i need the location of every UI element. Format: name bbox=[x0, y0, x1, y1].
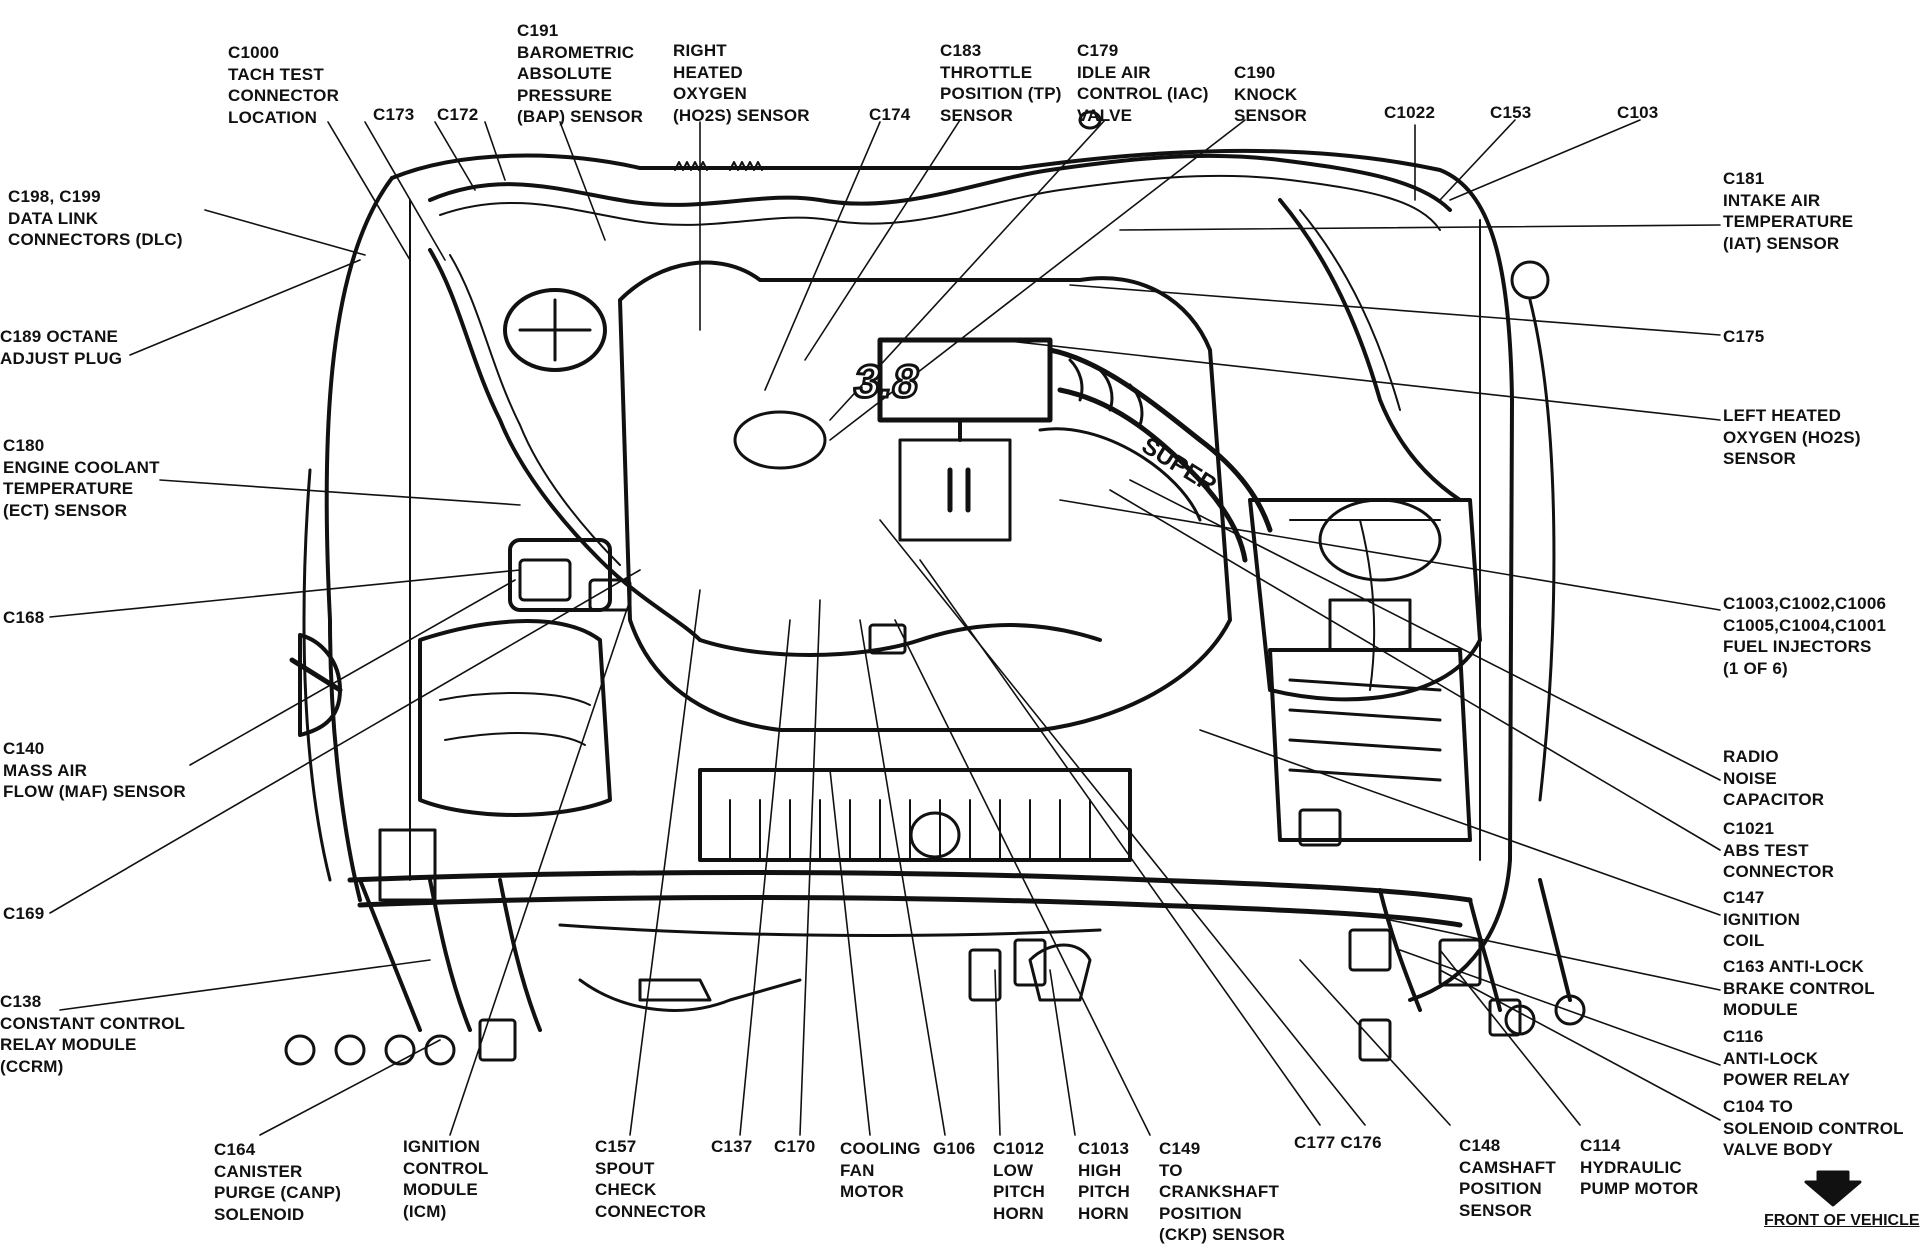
label-radio-capacitor: RADIO NOISE CAPACITOR bbox=[1723, 747, 1825, 809]
fan-shroud bbox=[418, 619, 612, 817]
engine-badge: 3.8 bbox=[850, 355, 923, 407]
label-g106: G106 bbox=[933, 1139, 976, 1158]
label-c149: C149 TO CRANKSHAFT POSITION (CKP) SENSOR bbox=[1159, 1139, 1286, 1244]
label-c1021: C1021 ABS TEST CONNECTOR bbox=[1723, 819, 1835, 881]
engine-block bbox=[618, 260, 1232, 732]
wiring-harness bbox=[358, 153, 1572, 1032]
front-of-vehicle-label: FRONT OF VEHICLE bbox=[1764, 1212, 1920, 1229]
label-c157: C157 SPOUT CHECK CONNECTOR bbox=[595, 1137, 707, 1221]
label-cooling-fan: COOLING FAN MOTOR bbox=[840, 1139, 921, 1201]
label-c169: C169 bbox=[3, 904, 45, 923]
label-c1013: C1013 HIGH PITCH HORN bbox=[1078, 1139, 1130, 1223]
label-c1022: C1022 bbox=[1384, 103, 1436, 122]
label-c153: C153 bbox=[1490, 103, 1532, 122]
label-injectors: C1003,C1002,C1006 C1005,C1004,C1001 FUEL… bbox=[1723, 594, 1887, 678]
label-c180: C180 ENGINE COOLANT TEMPERATURE (ECT) SE… bbox=[3, 436, 160, 520]
label-icm: IGNITION CONTROL MODULE (ICM) bbox=[403, 1137, 489, 1221]
label-c174: C174 bbox=[869, 105, 911, 124]
label-c140: C140 MASS AIR FLOW (MAF) SENSOR bbox=[3, 739, 186, 801]
label-c1000: C1000 TACH TEST CONNECTOR LOCATION bbox=[228, 43, 340, 127]
label-c198: C198, C199 DATA LINK CONNECTORS (DLC) bbox=[8, 187, 183, 249]
label-c148: C148 CAMSHAFT POSITION SENSOR bbox=[1459, 1136, 1556, 1220]
label-c138: C138 CONSTANT CONTROL RELAY MODULE (CCRM… bbox=[0, 992, 186, 1076]
label-c172: C172 bbox=[437, 105, 479, 124]
label-c191: C191 BAROMETRIC ABSOLUTE PRESSURE (BAP) … bbox=[517, 21, 644, 126]
label-c103: C103 bbox=[1617, 103, 1659, 122]
label-c104: C104 TO SOLENOID CONTROL VALVE BODY bbox=[1723, 1097, 1904, 1159]
right-components bbox=[1268, 498, 1472, 842]
label-c190: C190 KNOCK SENSOR bbox=[1234, 63, 1307, 125]
label-c147: C147 IGNITION COIL bbox=[1723, 888, 1801, 950]
air-cleaner-housing bbox=[1248, 498, 1482, 702]
label-c163: C163 ANTI-LOCK BRAKE CONTROL MODULE bbox=[1723, 957, 1875, 1019]
label-c181: C181 INTAKE AIR TEMPERATURE (IAT) SENSOR bbox=[1723, 169, 1854, 253]
connectors bbox=[284, 110, 1586, 1066]
label-c179: C179 IDLE AIR CONTROL (IAC) VALVE bbox=[1077, 41, 1209, 125]
label-c168: C168 bbox=[3, 608, 45, 627]
label-c114: C114 HYDRAULIC PUMP MOTOR bbox=[1580, 1136, 1699, 1198]
label-c164: C164 CANISTER PURGE (CANP) SOLENOID bbox=[214, 1140, 342, 1224]
radiator-grille bbox=[698, 768, 1132, 862]
label-c183: C183 THROTTLE POSITION (TP) SENSOR bbox=[940, 41, 1062, 125]
label-c175: C175 bbox=[1723, 327, 1765, 346]
spring-symbols bbox=[674, 161, 763, 171]
label-c177-c176: C177 C176 bbox=[1294, 1133, 1382, 1152]
label-c173: C173 bbox=[373, 105, 415, 124]
label-c116: C116 ANTI-LOCK POWER RELAY bbox=[1723, 1027, 1851, 1089]
label-right-ho2s: RIGHT HEATED OXYGEN (HO2S) SENSOR bbox=[673, 41, 810, 125]
label-c170: C170 bbox=[774, 1137, 816, 1156]
leader-lines bbox=[49, 119, 1721, 1136]
label-c189: C189 OCTANE ADJUST PLUG bbox=[0, 327, 123, 368]
label-c137: C137 bbox=[711, 1137, 753, 1156]
left-components bbox=[289, 288, 612, 902]
label-left-ho2s: LEFT HEATED OXYGEN (HO2S) SENSOR bbox=[1723, 406, 1861, 468]
front-arrow-icon bbox=[1804, 1170, 1862, 1207]
vehicle-body-outline bbox=[302, 148, 1556, 1002]
label-c1012: C1012 LOW PITCH HORN bbox=[993, 1139, 1045, 1223]
